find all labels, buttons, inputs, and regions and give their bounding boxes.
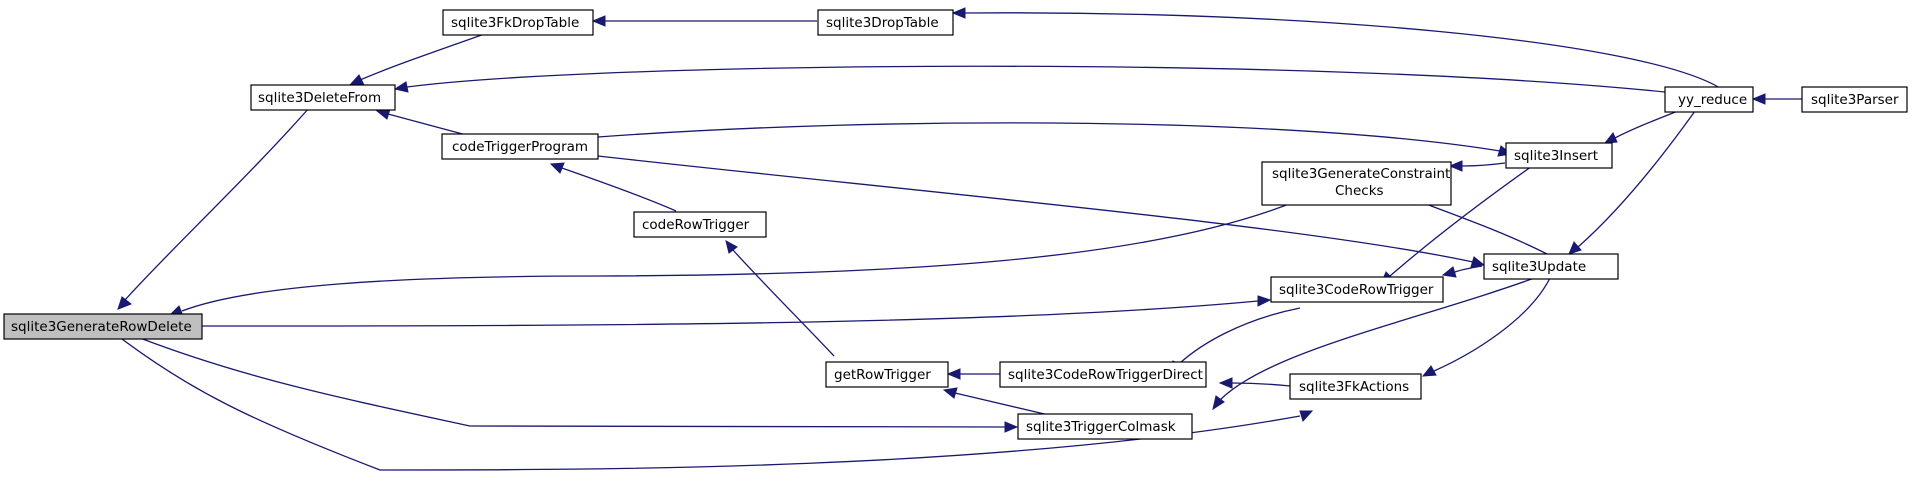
node-label: sqlite3FkActions [1299,379,1409,395]
edge-fkactions-to-coderowtriggerdirect [1218,377,1291,389]
node-label: getRowTrigger [834,367,931,383]
node-sqlite3update[interactable]: sqlite3Update [1483,253,1619,280]
node-label: sqlite3DeleteFrom [258,90,381,106]
node-label: sqlite3GenerateRowDelete [11,319,192,335]
edge-coderowtrigger-to-codetriggerprogram [549,162,677,212]
node-sqlite3droptable[interactable]: sqlite3DropTable [817,9,954,36]
edge-coderowtriggerdirect-to-getrowtrigger [946,368,1000,380]
edge-update-to-codetriggerprogram [597,155,1486,268]
edge-update-to-triggercolmask [1212,275,1541,411]
edge-update-to-coderowtrigger [1441,265,1483,278]
node-yy-reduce[interactable]: yy_reduce [1664,86,1754,113]
edge-yyreduce-to-deletefrom [393,65,1666,93]
edge-yyreduce-to-droptable [951,7,1721,89]
node-sqlite3insert[interactable]: sqlite3Insert [1505,142,1613,169]
edge-codetriggerprogram-to-deletefrom [375,108,471,137]
edge-deletefrom-to-generaterowdelete [117,107,310,310]
edge-coderowtrigger-to-generaterowdelete [201,295,1272,327]
edge-yyreduce-to-update [1568,110,1696,255]
node-sqlite3deletefrom[interactable]: sqlite3DeleteFrom [250,84,396,111]
edge-triggercolmask-to-getrowtrigger [942,387,1054,417]
node-sqlite3parser[interactable]: sqlite3Parser [1801,86,1908,113]
node-label: codeTriggerProgram [452,139,588,155]
edge-parser-to-yyreduce [1751,93,1802,105]
node-label: sqlite3FkDropTable [451,15,579,31]
node-sqlite3fkactions[interactable]: sqlite3FkActions [1289,373,1422,400]
edge-insert-to-generateconstraintchecks [1448,160,1506,172]
node-sqlite3coderowtrigger[interactable]: sqlite3CodeRowTrigger [1270,276,1444,303]
node-label: sqlite3Parser [1811,92,1899,108]
node-coderowtrigger[interactable]: codeRowTrigger [633,211,767,238]
node-sqlite3fkdroptable[interactable]: sqlite3FkDropTable [442,9,594,36]
edge-yyreduce-to-insert [1603,110,1679,144]
edge-update-to-fkactions [1421,275,1552,377]
node-label: codeRowTrigger [642,217,750,233]
edge-triggercolmask-to-generaterowdelete [139,337,1019,433]
edge-fkdroptable-to-deletefrom [348,31,491,86]
node-label: sqlite3DropTable [826,15,939,31]
node-sqlite3triggercolmask[interactable]: sqlite3TriggerColmask [1017,413,1193,440]
node-sqlite3generaterowdelete[interactable]: sqlite3GenerateRowDelete [3,313,203,340]
node-label: sqlite3CodeRowTrigger [1279,282,1434,298]
node-sqlite3generateconstraintchecks[interactable]: sqlite3GenerateConstraint Checks [1261,161,1452,206]
node-codetriggerprogram[interactable]: codeTriggerProgram [441,133,599,160]
node-label: sqlite3CodeRowTriggerDirect [1008,367,1203,383]
node-label: sqlite3TriggerColmask [1026,419,1176,435]
node-label: sqlite3Update [1492,259,1586,275]
node-label: sqlite3Insert [1514,148,1598,164]
edge-droptable-to-fkdroptable [591,15,817,27]
node-sqlite3coderowtriggerdirect[interactable]: sqlite3CodeRowTriggerDirect [999,361,1207,388]
node-label-line1: sqlite3GenerateConstraint [1272,166,1450,182]
edge-insert-to-codetriggerprogram [597,122,1513,157]
edge-getrowtrigger-to-coderowtrigger [725,240,835,357]
node-label-line2: Checks [1335,183,1384,199]
node-label: yy_reduce [1678,92,1747,108]
node-getrowtrigger[interactable]: getRowTrigger [825,361,949,388]
edge-fkactions-to-generaterowdelete [121,338,1314,471]
